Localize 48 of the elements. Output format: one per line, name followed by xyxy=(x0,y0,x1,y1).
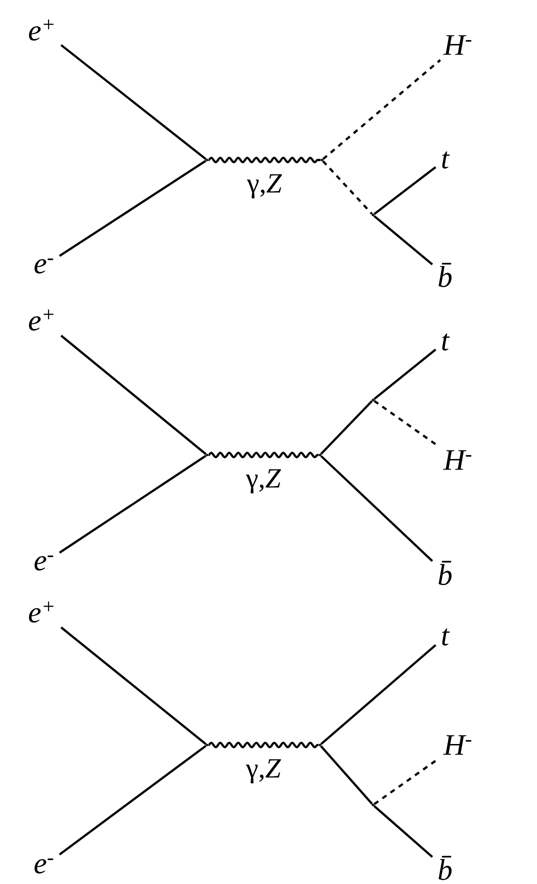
vertex-point xyxy=(318,454,322,456)
edge-label: γ,Z xyxy=(246,469,282,494)
scalar-line xyxy=(374,758,439,806)
boson-line xyxy=(208,742,319,748)
fermion-line xyxy=(58,744,206,856)
fermion-line xyxy=(373,348,436,400)
fermion-line xyxy=(58,454,206,554)
particle-label: b̄ xyxy=(438,856,452,880)
vertex-point xyxy=(372,214,374,216)
scalar-line xyxy=(322,59,441,160)
vertex-point xyxy=(320,158,324,162)
particle-label: t xyxy=(442,628,450,646)
particle-label: H$^{-}$ xyxy=(443,35,472,55)
fermion-line xyxy=(60,626,207,745)
particle-label: e$^{-}$ xyxy=(34,258,54,274)
boson-line xyxy=(208,452,319,458)
fermion-line xyxy=(60,44,207,160)
particle-label: t xyxy=(442,151,450,169)
particle-label: b̄ xyxy=(438,560,452,586)
particle-label: t xyxy=(442,333,450,351)
vertex-point xyxy=(206,744,208,746)
fermion-line xyxy=(373,166,436,215)
particle-label: e$^{+}$ xyxy=(28,601,54,623)
fermion-line xyxy=(58,160,206,257)
edge-label: γ,Z xyxy=(246,174,282,198)
fermion-line xyxy=(373,215,434,266)
boson-line xyxy=(208,156,321,164)
fermion-line xyxy=(60,334,207,455)
particle-label: H$^{-}$ xyxy=(443,450,472,470)
vertex-point xyxy=(206,454,208,456)
fermion-line xyxy=(320,745,373,805)
particle-label: b̄ xyxy=(438,262,452,288)
particle-label: e$^{+}$ xyxy=(28,309,54,331)
fermion-line xyxy=(320,400,373,455)
vertex-point xyxy=(372,398,374,402)
fermion-line xyxy=(320,644,436,745)
fermion-line xyxy=(320,455,434,562)
vertex-point xyxy=(206,158,208,162)
particle-label: H$^{-}$ xyxy=(443,735,472,755)
particle-label: e$^{+}$ xyxy=(28,19,54,41)
scalar-line xyxy=(374,400,439,447)
particle-label: e$^{-}$ xyxy=(34,858,54,874)
fermion-line xyxy=(373,805,434,858)
particle-label: e$^{-}$ xyxy=(34,556,54,570)
scalar-line xyxy=(322,160,373,215)
edge-label: γ,Z xyxy=(246,759,282,784)
vertex-point xyxy=(372,804,374,806)
vertex-point xyxy=(318,744,322,746)
